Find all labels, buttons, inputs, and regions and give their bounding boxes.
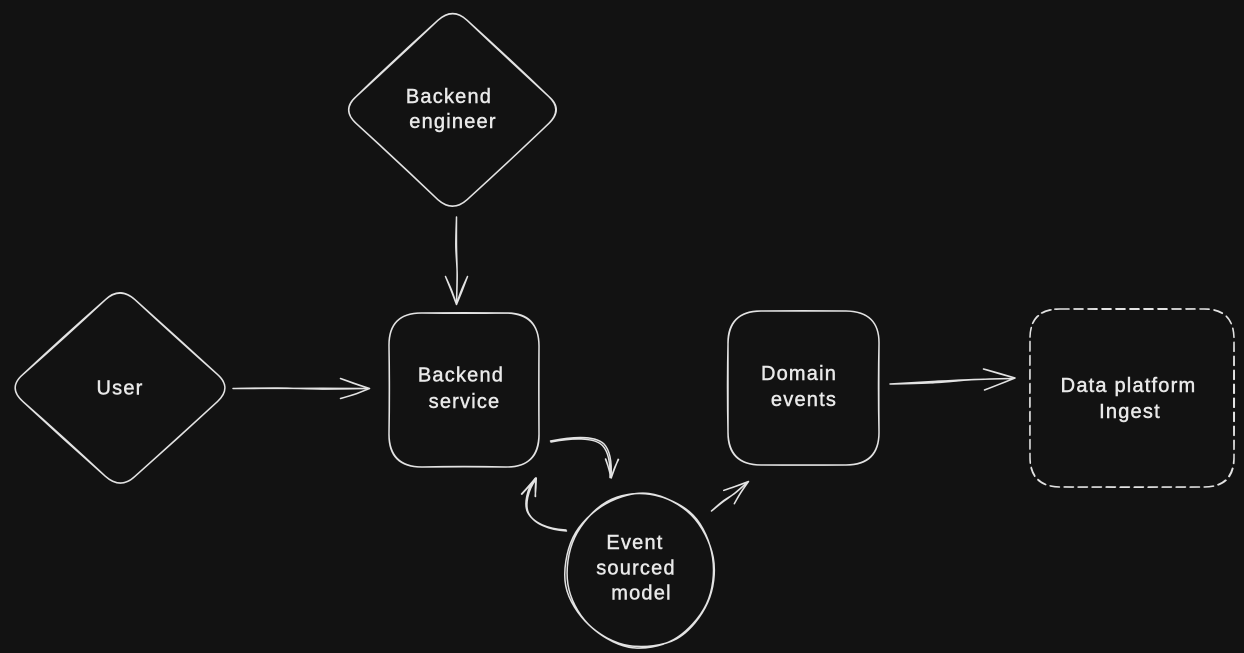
svg-text:Backend: Backend xyxy=(406,86,492,108)
svg-text:Backend: Backend xyxy=(418,365,504,387)
svg-text:sourced: sourced xyxy=(596,558,676,580)
svg-text:Ingest: Ingest xyxy=(1099,401,1161,423)
svg-text:service: service xyxy=(429,391,501,413)
svg-text:engineer: engineer xyxy=(409,111,496,133)
svg-text:Data platform: Data platform xyxy=(1061,375,1197,397)
svg-text:Domain: Domain xyxy=(761,363,837,385)
svg-text:User: User xyxy=(96,378,143,400)
svg-text:Event: Event xyxy=(606,532,663,554)
svg-text:events: events xyxy=(771,389,837,411)
svg-text:model: model xyxy=(611,583,671,605)
